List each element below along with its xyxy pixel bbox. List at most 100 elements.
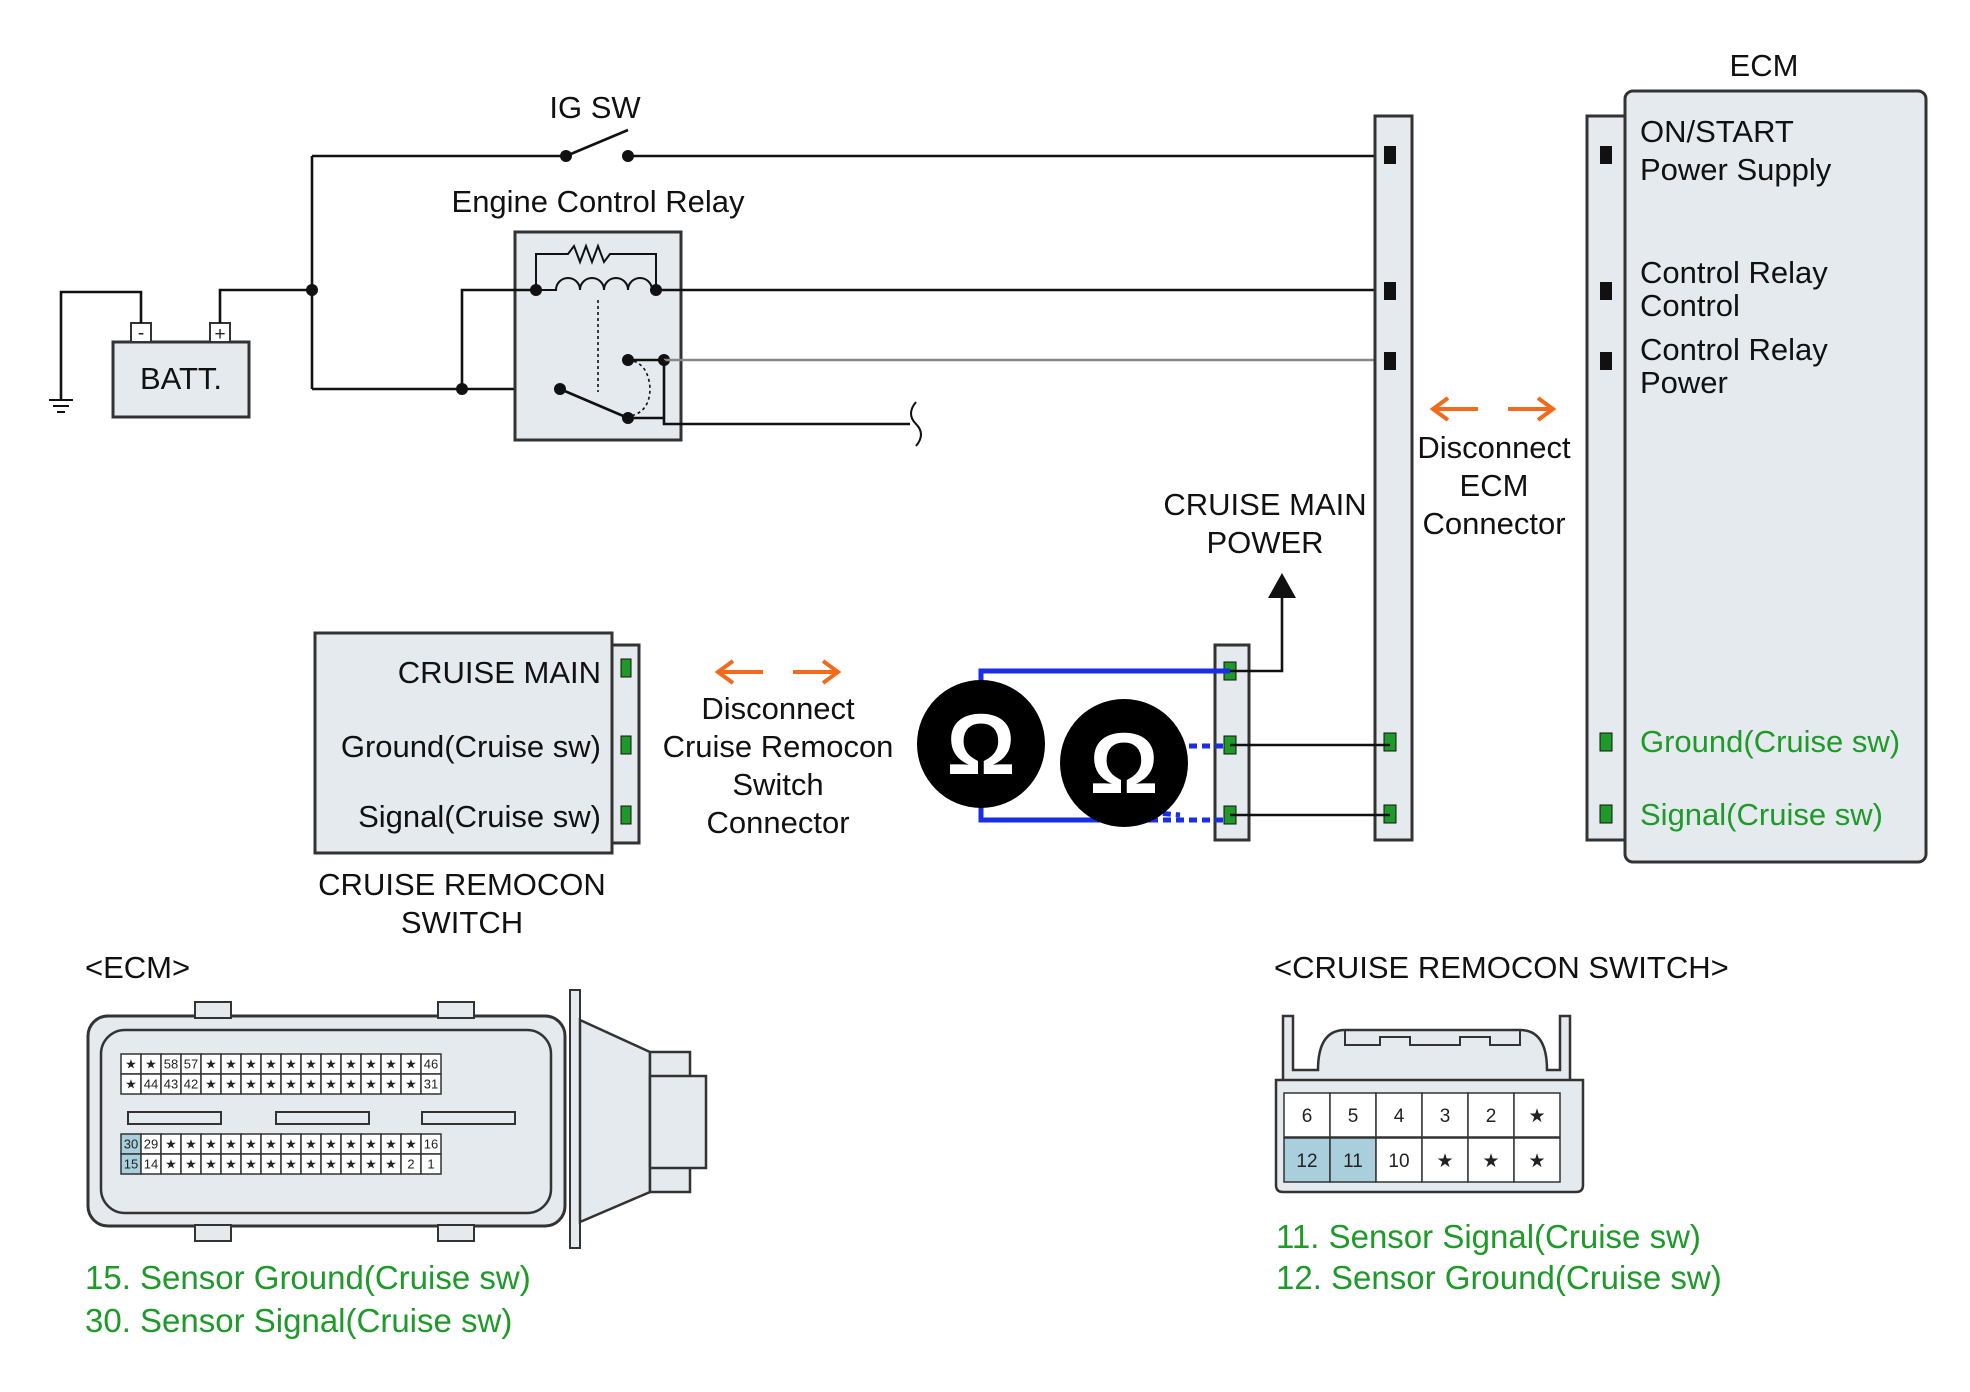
- ecm-connector-pin-label: ★: [265, 1077, 277, 1092]
- ecm-connector-pin-label: 1: [427, 1157, 434, 1172]
- disconnect-switch-line1: Disconnect: [701, 691, 855, 726]
- ecm-connector-pin-cell: ★: [320, 1133, 342, 1155]
- ecm-connector-pin-label: 57: [184, 1057, 198, 1072]
- switch-connector-pin-label: ★: [1528, 1106, 1545, 1127]
- ecm-connector-pin-cell: ★: [360, 1053, 382, 1075]
- ecm-connector-pin-cell: ★: [380, 1053, 402, 1075]
- ecm-connector-pin-label: ★: [205, 1057, 217, 1072]
- battery-plus-label: +: [214, 324, 225, 345]
- ecm-connector-pin-cell: ★: [340, 1133, 362, 1155]
- ecm-connector-pin-cell: ★: [220, 1153, 242, 1175]
- switch-connector-pin-label: 6: [1302, 1106, 1313, 1127]
- ecm-connector-pin-label: ★: [265, 1157, 277, 1172]
- ecm-connector-pin-cell: ★: [160, 1133, 182, 1155]
- ecm-connector-pin-cell: ★: [320, 1073, 342, 1095]
- ecm-connector-pin-cell: 1: [420, 1153, 442, 1175]
- ecm-connector-pin-cell: ★: [340, 1073, 362, 1095]
- switch-connector-pin-label: ★: [1436, 1151, 1453, 1172]
- battery-positive-wire: [218, 288, 312, 323]
- ecm-connector-pin-label: ★: [305, 1057, 317, 1072]
- ecm-connector-pin-label: 29: [144, 1137, 158, 1152]
- ecm-connector-pin-label: 2: [407, 1157, 414, 1172]
- ecm-pin-relay-power-line1: Control Relay: [1640, 332, 1828, 367]
- ecm-module: [1623, 89, 1928, 864]
- switch-legend-line2: 12. Sensor Ground(Cruise sw): [1276, 1259, 1722, 1296]
- disconnect-ecm-line2: ECM: [1460, 468, 1529, 503]
- ecm-connector-pin-cell: ★: [120, 1053, 142, 1075]
- ecm-connector-pin-label: 44: [144, 1077, 158, 1092]
- switch-connector-pin-cell: 11: [1329, 1137, 1377, 1183]
- ecm-connector-pin-cell: 42: [180, 1073, 202, 1095]
- switch-connector-pin-label: 2: [1486, 1106, 1497, 1127]
- cruise-remocon-switch-module: [313, 631, 614, 855]
- ecm-connector-pin-cell: ★: [280, 1073, 302, 1095]
- disconnect-switch-line4: Connector: [706, 805, 849, 840]
- ecm-connector-pin-label: 16: [424, 1137, 438, 1152]
- ecm-pin-relay-power-line2: Power: [1640, 365, 1728, 400]
- ecm-connector-pin-cell: 57: [180, 1053, 202, 1075]
- ecm-connector-pin-label: ★: [165, 1157, 177, 1172]
- ecm-connector-pin-cell: 44: [140, 1073, 162, 1095]
- ecm-legend-line1: 15. Sensor Ground(Cruise sw): [85, 1259, 531, 1296]
- ecm-connector-pin-label: ★: [345, 1057, 357, 1072]
- ecm-pin-ground: Ground(Cruise sw): [1640, 724, 1900, 759]
- ecm-connector-pin-label: ★: [225, 1057, 237, 1072]
- ecm-pin-signal: Signal(Cruise sw): [1640, 797, 1883, 832]
- ecm-connector-pin-cell: ★: [360, 1073, 382, 1095]
- ecm-connector-pin-label: ★: [345, 1137, 357, 1152]
- ecm-connector-pin-cell: 29: [140, 1133, 162, 1155]
- ecm-connector-pin-label: ★: [145, 1057, 157, 1072]
- switch-connector-pin-cell: ★: [1467, 1137, 1515, 1183]
- ecm-connector-pin-cell: ★: [400, 1133, 422, 1155]
- ecm-pin-on-start-line2: Power Supply: [1640, 152, 1832, 187]
- ecm-connector-title: <ECM>: [85, 950, 190, 985]
- ecm-connector-pin-label: ★: [245, 1057, 257, 1072]
- ecm-connector-pin-cell: ★: [260, 1053, 282, 1075]
- ecm-connector-pin-cell: ★: [220, 1073, 242, 1095]
- ecm-connector-pin-cell: ★: [300, 1133, 322, 1155]
- ecm-connector-pin-label: ★: [225, 1077, 237, 1092]
- switch-pin-signal: Signal(Cruise sw): [358, 799, 601, 834]
- ecm-connector-pin-label: ★: [265, 1137, 277, 1152]
- ecm-connector-pin-label: ★: [325, 1137, 337, 1152]
- switch-connector-pin-cell: ★: [1513, 1137, 1561, 1183]
- ecm-connector-pin-label: ★: [385, 1137, 397, 1152]
- ecm-connector-pin-cell: 2: [400, 1153, 422, 1175]
- ecm-connector-pin-label: ★: [265, 1057, 277, 1072]
- ecm-connector-pin-cell: ★: [240, 1073, 262, 1095]
- ecm-connector-pin-cell: ★: [340, 1153, 362, 1175]
- ecm-connector-pin-cell: ★: [260, 1133, 282, 1155]
- switch-connector-pin-label: 5: [1348, 1106, 1359, 1127]
- ecm-connector-pin-label: 14: [144, 1157, 158, 1172]
- ecm-connector-pin-cell: ★: [200, 1073, 222, 1095]
- switch-connector-pin-label: 12: [1296, 1151, 1317, 1172]
- ecm-connector-pin-label: ★: [125, 1077, 137, 1092]
- ecm-connector-pin-cell: 15: [120, 1153, 142, 1175]
- ecm-connector-pin-cell: ★: [220, 1133, 242, 1155]
- ecm-connector-pin-label: ★: [205, 1137, 217, 1152]
- ohm-symbol-1: Ω: [947, 697, 1016, 793]
- ignition-switch: IG SW: [549, 90, 1390, 162]
- ecm-connector-pin-label: 31: [424, 1077, 438, 1092]
- ecm-connector-pin-label: ★: [405, 1057, 417, 1072]
- ecm-connector-pin-label: ★: [165, 1137, 177, 1152]
- ecm-connector-pin-cell: ★: [180, 1133, 202, 1155]
- switch-connector-pin-label: 4: [1394, 1106, 1405, 1127]
- switch-title-line1: CRUISE REMOCON: [318, 867, 606, 902]
- cruise-main-power-line1: CRUISE MAIN: [1163, 487, 1366, 522]
- ecm-connector-pin-label: ★: [125, 1057, 137, 1072]
- ecm-connector-pin-label: ★: [245, 1137, 257, 1152]
- ecm-connector-pin-cell: ★: [400, 1073, 422, 1095]
- switch-connector-pin-cell: 12: [1283, 1137, 1331, 1183]
- ecm-connector-pin-label: ★: [325, 1157, 337, 1172]
- switch-connector-pin-cell: ★: [1513, 1092, 1561, 1138]
- ecm-connector-pin-cell: ★: [380, 1153, 402, 1175]
- ecm-connector-pin-label: ★: [365, 1077, 377, 1092]
- switch-connector-pin-cell: 5: [1329, 1092, 1377, 1138]
- ecm-connector-pin-cell: ★: [200, 1053, 222, 1075]
- ecm-pin-relay-control-line2: Control: [1640, 288, 1740, 323]
- switch-pin-cruise-main: CRUISE MAIN: [398, 655, 601, 690]
- ecm-connector-pin-cell: 46: [420, 1053, 442, 1075]
- ecm-connector-pin-label: ★: [285, 1057, 297, 1072]
